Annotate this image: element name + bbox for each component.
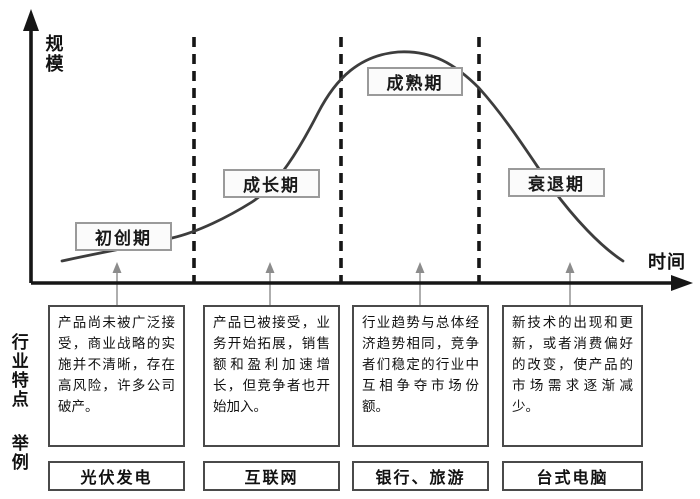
pointer-arrowhead-startup bbox=[112, 262, 122, 273]
pointer-arrowhead-decline bbox=[565, 262, 575, 273]
pointer-arrowhead-maturity bbox=[415, 262, 425, 273]
feature-box-startup: 产品尚未被广泛接受，商业战略的实施并不清晰，存在高风险，许多公司破产。 bbox=[48, 305, 185, 447]
example-box-startup: 光伏发电 bbox=[48, 461, 185, 491]
row-label-examples: 举例 bbox=[8, 434, 28, 472]
stage-label-startup: 初创期 bbox=[75, 222, 172, 251]
feature-box-maturity: 行业趋势与总体经济趋势相同，竞争者们稳定的行业中互相争夺市场份额。 bbox=[352, 305, 489, 447]
row-label-industry-features: 行业特点 bbox=[8, 333, 28, 409]
y-axis-label: 规模 bbox=[43, 34, 64, 74]
axes bbox=[29, 24, 674, 285]
feature-box-decline: 新技术的出现和更新，或者消费偏好的改变，使产品的市场需求逐渐减少。 bbox=[502, 305, 643, 447]
example-box-growth: 互联网 bbox=[203, 461, 340, 491]
pointer-arrows bbox=[112, 262, 575, 305]
stage-label-decline: 衰退期 bbox=[508, 168, 605, 197]
stage-label-maturity: 成熟期 bbox=[367, 67, 463, 96]
feature-box-growth: 产品已被接受，业务开始拓展，销售额和盈利加速增长，但竞争者也开始加入。 bbox=[203, 305, 340, 447]
example-box-maturity: 银行、旅游 bbox=[352, 461, 489, 491]
pointer-arrowhead-growth bbox=[265, 262, 275, 273]
x-axis-arrowhead bbox=[671, 275, 693, 291]
example-box-decline: 台式电脑 bbox=[502, 461, 643, 491]
y-axis-arrowhead bbox=[23, 9, 39, 31]
x-axis-label: 时间 bbox=[648, 252, 686, 272]
stage-label-growth: 成长期 bbox=[223, 169, 320, 198]
